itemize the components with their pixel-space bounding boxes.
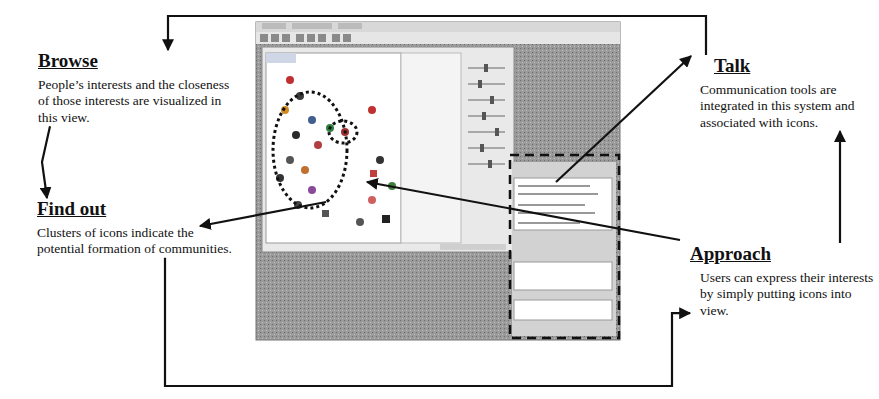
stage-description: People’s interests and the closeness of … [38, 77, 243, 126]
stage-heading: Browse [38, 50, 243, 73]
stage-description: Communication tools are integrated in th… [700, 82, 876, 131]
stage-block: ApproachUsers can express their interest… [690, 243, 876, 319]
stage-heading: Find out [37, 198, 233, 221]
stage-block: Find outClusters of icons indicate the p… [37, 198, 233, 258]
stage-heading: Talk [700, 55, 876, 78]
stage-block: BrowsePeople’s interests and the closene… [38, 50, 243, 126]
cycle-arrow [168, 16, 706, 55]
stage-description: Users can express their interests by sim… [690, 270, 876, 319]
cycle-arrow [839, 131, 841, 243]
stage-description: Clusters of icons indicate the potential… [37, 225, 233, 258]
cycle-arrow [165, 258, 690, 386]
cycle-arrow [42, 126, 50, 198]
stage-heading: Approach [690, 243, 876, 266]
stage-block: TalkCommunication tools are integrated i… [700, 55, 876, 131]
